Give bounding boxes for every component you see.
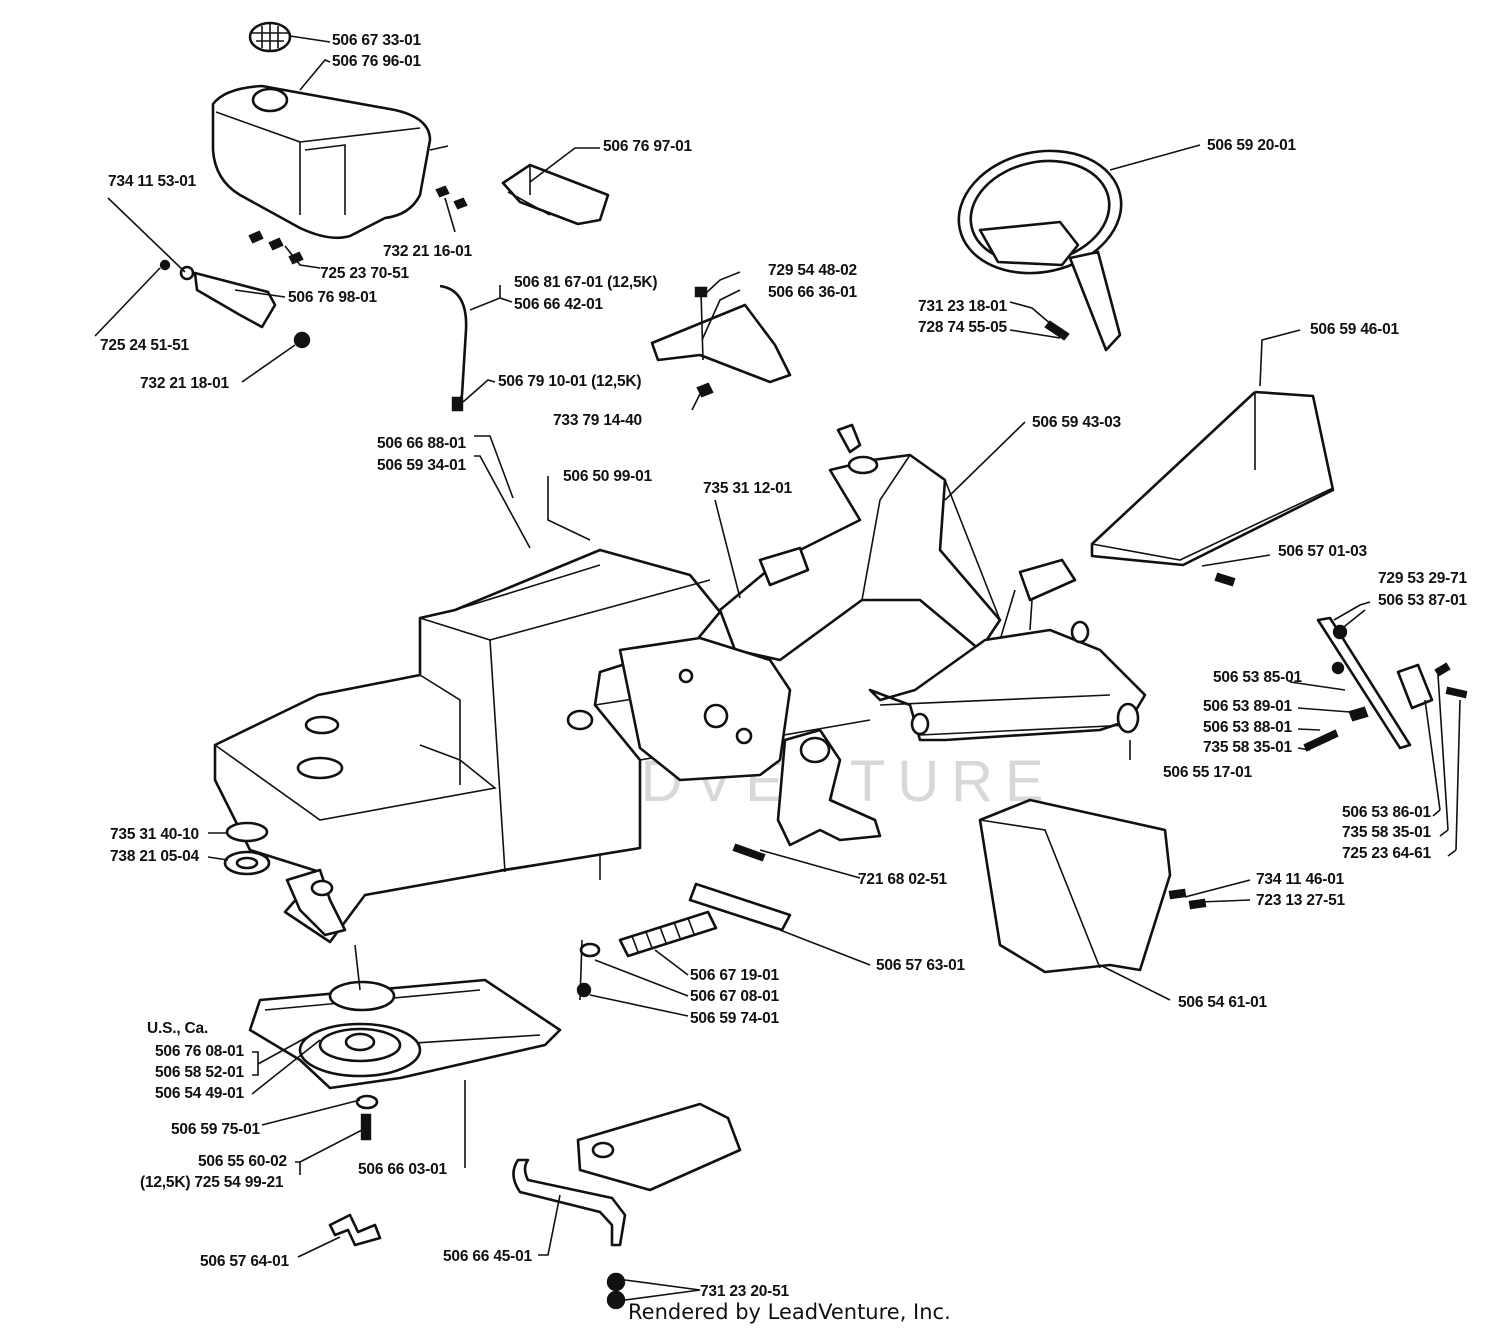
foot-pedal-part [868,558,1147,742]
part-number-label: 732 21 16-01 [383,243,472,260]
part-number-label: 506 54 61-01 [1178,994,1267,1011]
part-number-label: 506 66 36-01 [768,284,857,301]
part-number-label: 506 59 74-01 [690,1010,779,1027]
part-number-label: 506 79 10-01 (12,5K) [498,373,642,390]
pedal-plate-part [650,286,792,398]
side-cover-part [978,798,1207,974]
fuel-tank-part [211,84,468,265]
part-number-label: 506 66 45-01 [443,1248,532,1265]
part-number-label: 506 66 88-01 [377,435,466,452]
gas-cap-part [248,21,292,53]
part-number-label: 735 31 40-10 [110,826,199,843]
part-number-label: 506 76 08-01 [155,1043,244,1060]
part-number-label: 506 59 20-01 [1207,137,1296,154]
part-number-label: 735 31 12-01 [703,480,792,497]
part-number-label: 506 59 75-01 [171,1121,260,1138]
part-number-label: 506 53 89-01 [1203,698,1292,715]
pulley-belt-part [248,978,562,1141]
part-number-label: 725 23 70-51 [320,265,409,282]
part-number-label: 506 54 49-01 [155,1085,244,1102]
part-number-label: 506 50 99-01 [563,468,652,485]
part-number-label: 506 58 52-01 [155,1064,244,1081]
part-number-label: 733 79 14-40 [553,412,642,429]
part-number-label: 506 67 19-01 [690,967,779,984]
part-number-label: 506 53 85-01 [1213,669,1302,686]
part-number-label: 506 59 46-01 [1310,321,1399,338]
part-number-label: 735 58 35-01 [1203,739,1292,756]
part-number-label: 506 59 34-01 [377,457,466,474]
spring-part [618,843,792,958]
part-number-label: 506 76 98-01 [288,289,377,306]
part-number-label: 506 76 97-01 [603,138,692,155]
seat-plate-part [1090,390,1335,587]
part-number-label: 734 11 46-01 [1256,871,1345,888]
belt-guide-part [328,1213,382,1247]
transmission-plate-part [618,636,792,782]
part-number-label: 506 53 86-01 [1342,804,1431,821]
leader-lines [94,35,1461,1301]
part-number-label: 734 11 53-01 [108,173,197,190]
region-label: U.S., Ca. [147,1020,209,1037]
part-number-label: 721 68 02-51 [858,871,947,888]
steering-tower-part [718,423,1002,662]
bearing-part [223,821,271,876]
part-number-label: 506 57 01-03 [1278,543,1367,560]
part-number-label: 723 13 27-51 [1256,892,1345,909]
part-number-label: (12,5K) 725 54 99-21 [140,1174,284,1191]
axle-bracket-part [776,728,882,847]
part-number-label: 506 67 33-01 [332,32,421,49]
part-number-label: 506 66 42-01 [514,296,603,313]
part-number-label: 506 66 03-01 [358,1161,447,1178]
part-number-label: 738 21 05-04 [110,848,199,865]
pivot-part [285,868,347,937]
fuel-line-part [439,284,468,412]
part-number-label: 729 54 48-02 [768,262,857,279]
part-number-label: 731 23 20-51 [700,1283,789,1300]
part-number-label: 506 53 88-01 [1203,719,1292,736]
tank-bracket-part [159,259,311,349]
part-number-label: 729 53 29-71 [1378,570,1467,587]
part-number-label: 506 53 87-01 [1378,592,1467,609]
part-number-label: 506 81 67-01 (12,5K) [514,274,658,291]
footer-credit: Rendered by LeadVenture, Inc. [628,1300,951,1324]
part-number-label: 506 55 60-02 [198,1153,287,1170]
part-number-label: 725 24 51-51 [100,337,189,354]
part-number-label: 732 21 18-01 [140,375,229,392]
linkage-rod-part [1303,616,1468,752]
part-number-label: 728 74 55-05 [918,319,1007,336]
part-number-label: 735 58 35-01 [1342,824,1431,841]
hook-bracket-part [512,1102,742,1310]
part-number-label: 731 23 18-01 [918,298,1007,315]
spring-hardware-part [576,939,601,1001]
part-number-label: 506 76 96-01 [332,53,421,70]
part-number-label: 506 67 08-01 [690,988,779,1005]
bracket-part [501,163,610,226]
part-number-label: 506 57 63-01 [876,957,965,974]
part-number-label: 506 55 17-01 [1163,764,1252,781]
part-number-label: 725 23 64-61 [1342,845,1431,862]
part-number-label: 506 57 64-01 [200,1253,289,1270]
part-number-label: 506 59 43-03 [1032,414,1121,431]
steering-wheel-part [957,149,1123,352]
